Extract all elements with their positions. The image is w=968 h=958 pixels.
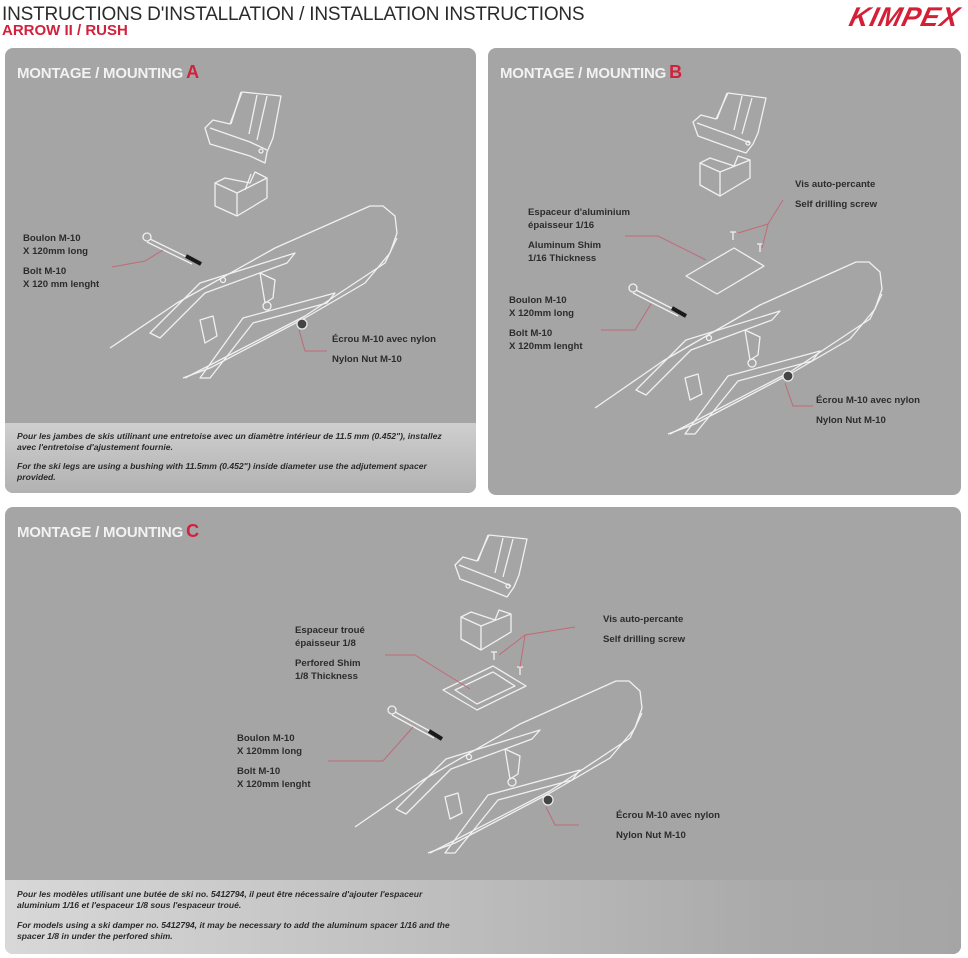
nylon-nut-icon [542,794,554,806]
nut-fr: Écrou M-10 avec nylon [816,395,920,406]
shim-fr-line1: Espaceur troué [295,625,365,636]
ski-icon [354,680,643,854]
bolt-en-line2: X 120mm lenght [509,341,583,352]
panel-b-letter: B [669,62,682,82]
bolt-en-line1: Bolt M-10 [509,328,553,339]
nut-en: Nylon Nut M-10 [616,830,686,841]
bolt-en-line1: Bolt M-10 [237,766,281,777]
adjustment-spacer-icon [699,155,751,197]
screw-en: Self drilling screw [603,634,686,645]
note-box-c: Pour les modèles utilisant une butée de … [5,880,961,954]
document-title: INSTRUCTIONS D'INSTALLATION / INSTALLATI… [2,4,585,25]
mounting-b-diagram [594,92,883,435]
nylon-nut-icon [782,370,794,382]
screw-label-c: Vis auto-percante Self drilling screw [603,613,685,646]
screw-fr: Vis auto-percante [603,614,684,625]
bolt-thread-icon [671,306,687,318]
ski-leg-icon [204,91,282,164]
shim-fr-line2: épaisseur 1/8 [295,638,356,649]
mounting-a-diagram [109,91,398,379]
panel-c-letter: C [186,521,199,541]
shim-fr-line2: épaisseur 1/16 [528,220,595,231]
kimpex-logo: KIMPEX [846,2,964,32]
shim-en-line2: 1/8 Thickness [295,671,358,682]
bolt-en-line2: X 120mm lenght [237,779,311,790]
bolt-fr-line2: X 120mm long [237,746,303,757]
self-drilling-screw-icon [730,231,763,252]
bolt-icon [628,283,682,317]
bolt-thread-icon [427,729,444,741]
ski-icon [109,205,398,379]
nut-en: Nylon Nut M-10 [816,415,886,426]
ski-leg-icon [692,92,767,154]
note-a-en: For the ski legs are using a bushing wit… [17,461,427,482]
leader-lines [328,626,579,826]
adjustment-spacer-icon [460,609,512,651]
bolt-icon [142,232,196,265]
leader-lines [111,249,327,352]
nut-label-a: Écrou M-10 avec nylon Nylon Nut M-10 [332,333,436,366]
shim-en-line1: Aluminum Shim [528,240,602,251]
shim-en-line1: Perfored Shim [295,658,361,669]
page-header: INSTRUCTIONS D'INSTALLATION / INSTALLATI… [0,0,968,44]
screw-en: Self drilling screw [795,199,878,210]
note-c-fr: Pour les modèles utilisant une butée de … [17,889,423,910]
shim-fr-line1: Espaceur d'aluminium [528,207,630,218]
ski-icon [594,261,883,435]
nut-en: Nylon Nut M-10 [332,354,402,365]
bolt-label-c: Boulon M-10 X 120mm long Bolt M-10 X 120… [237,732,311,791]
nut-label-b: Écrou M-10 avec nylon Nylon Nut M-10 [816,394,920,427]
mounting-c-diagram [328,534,643,854]
bolt-en-line2: X 120 mm lenght [23,279,100,290]
panel-c-title-text: MONTAGE / MOUNTING [17,524,184,541]
adjustment-spacer-icon [214,171,268,217]
leader-lines [601,199,813,407]
perforated-shim-icon [442,665,527,711]
nut-fr: Écrou M-10 avec nylon [332,334,436,345]
bolt-thread-icon [185,254,202,266]
bolt-label-b: Boulon M-10 X 120mm long Bolt M-10 X 120… [509,294,583,353]
product-subtitle: ARROW II / RUSH [2,22,128,39]
panel-a-title-text: MONTAGE / MOUNTING [17,65,184,82]
nut-fr: Écrou M-10 avec nylon [616,810,720,821]
panel-b-title-text: MONTAGE / MOUNTING [500,65,667,82]
shim-en-line2: 1/16 Thickness [528,253,597,264]
nut-label-c: Écrou M-10 avec nylon Nylon Nut M-10 [616,809,720,842]
aluminum-shim-icon [685,247,765,295]
bolt-label-a: Boulon M-10 X 120mm long Bolt M-10 X 120… [23,232,99,291]
nylon-nut-icon [296,318,308,330]
bolt-fr-line2: X 120mm long [23,246,89,257]
note-a-fr: Pour les jambes de skis utilinant une en… [17,431,442,452]
note-box-a: Pour les jambes de skis utilinant une en… [5,423,476,493]
screw-label-b: Vis auto-percante Self drilling screw [795,178,877,211]
bolt-fr-line1: Boulon M-10 [23,233,81,244]
note-c-en: For models using a ski damper no. 541279… [17,920,450,941]
shim-label-c: Espaceur troué épaisseur 1/8 Perfored Sh… [295,624,365,683]
self-drilling-screw-icon [491,651,523,675]
panel-a-letter: A [186,62,199,82]
bolt-fr-line1: Boulon M-10 [237,733,295,744]
shim-label-b: Espaceur d'aluminium épaisseur 1/16 Alum… [528,206,630,265]
screw-fr: Vis auto-percante [795,179,876,190]
bolt-fr-line1: Boulon M-10 [509,295,567,306]
ski-leg-icon [454,534,528,598]
bolt-en-line1: Bolt M-10 [23,266,67,277]
bolt-fr-line2: X 120mm long [509,308,575,319]
